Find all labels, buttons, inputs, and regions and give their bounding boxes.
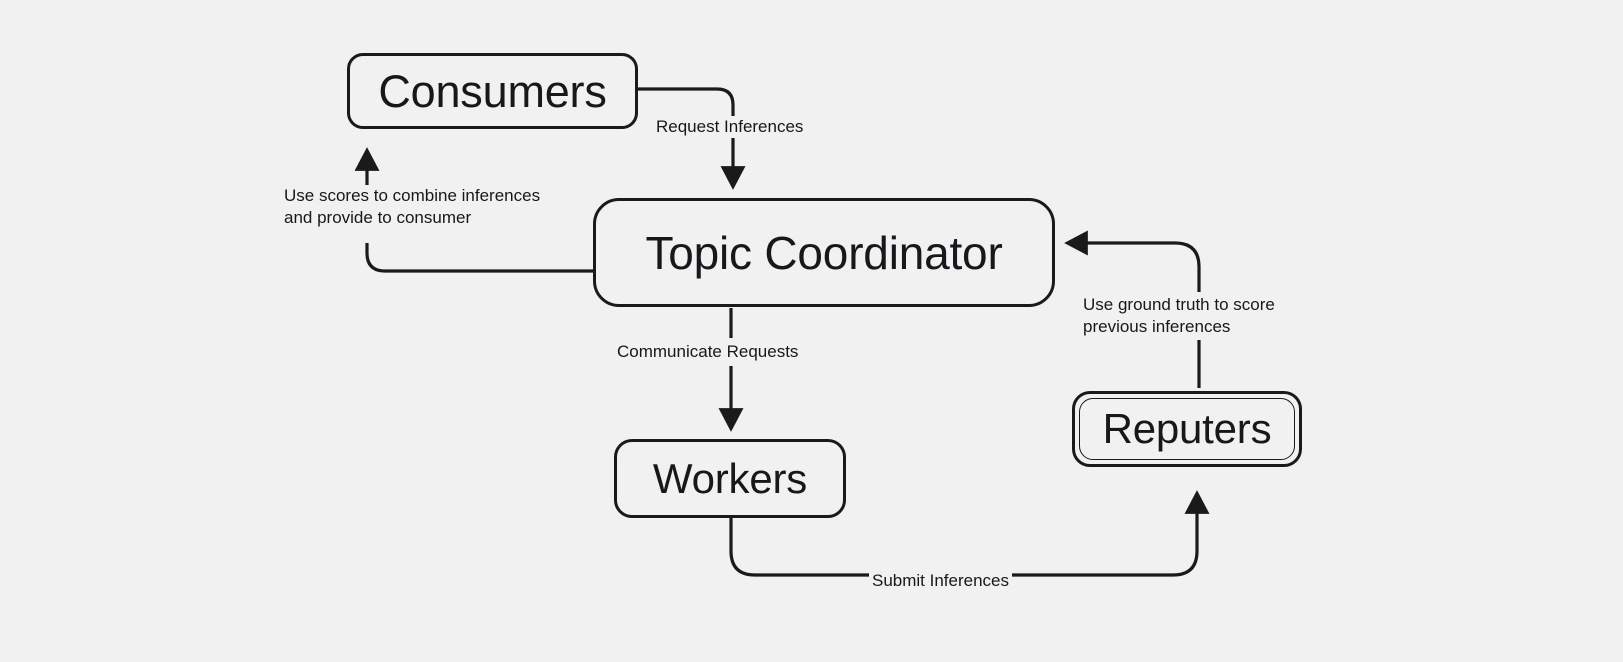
edge-label-submit-inferences: Submit Inferences	[869, 570, 1013, 593]
edge-label-request-inferences: Request Inferences	[653, 116, 807, 139]
edge-ground-truth-upper	[1064, 230, 1201, 292]
node-reputers[interactable]: Reputers	[1072, 391, 1302, 467]
node-reputers-label: Reputers	[1102, 405, 1272, 452]
edge-label-ground-truth: Use ground truth to score previous infer…	[1080, 294, 1278, 339]
edge-use-scores-lower	[365, 243, 593, 273]
node-workers-label: Workers	[652, 454, 808, 502]
node-consumers[interactable]: Consumers	[347, 53, 638, 129]
node-topic-coordinator[interactable]: Topic Coordinator	[593, 198, 1055, 307]
edge-label-use-scores: Use scores to combine inferences and pro…	[281, 185, 544, 230]
node-consumers-label: Consumers	[378, 65, 607, 117]
edge-label-communicate-requests: Communicate Requests	[614, 341, 802, 364]
node-topic-coordinator-label: Topic Coordinator	[645, 226, 1003, 279]
node-workers[interactable]: Workers	[614, 439, 846, 518]
